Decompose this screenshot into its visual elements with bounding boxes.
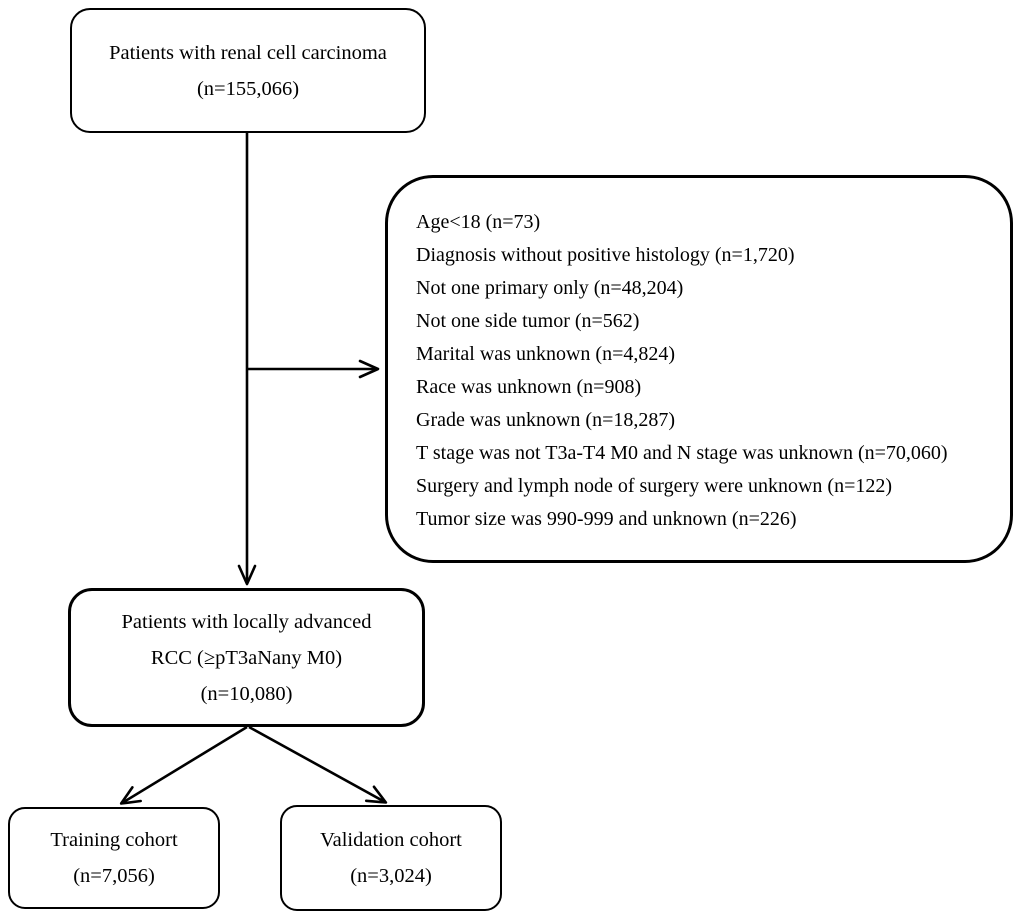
box-validation-cohort-count: (n=3,024) bbox=[350, 865, 432, 887]
box-exclusion-criteria: Age<18 (n=73) Diagnosis without positive… bbox=[385, 175, 1013, 563]
box-validation-cohort: Validation cohort (n=3,024) bbox=[280, 805, 502, 911]
box-patients-rcc: Patients with renal cell carcinoma (n=15… bbox=[70, 8, 426, 133]
box-validation-cohort-title: Validation cohort bbox=[320, 829, 462, 851]
box-locally-advanced-line2: RCC (≥pT3aNany M0) bbox=[150, 646, 343, 669]
exclusion-item: T stage was not T3a-T4 M0 and N stage wa… bbox=[416, 442, 948, 464]
box-patients-rcc-count: (n=155,066) bbox=[196, 77, 300, 100]
arrow-middle-to-validation bbox=[248, 725, 388, 804]
box-patients-rcc-title: Patients with renal cell carcinoma bbox=[109, 41, 387, 64]
box-locally-advanced-rcc: Patients with locally advanced RCC (≥pT3… bbox=[68, 588, 425, 727]
box-training-cohort-title: Training cohort bbox=[50, 829, 178, 851]
box-training-cohort-count: (n=7,056) bbox=[73, 865, 155, 887]
exclusion-item: Not one primary only (n=48,204) bbox=[416, 277, 684, 299]
exclusion-item: Not one side tumor (n=562) bbox=[416, 310, 640, 332]
exclusion-item: Diagnosis without positive histology (n=… bbox=[416, 244, 795, 266]
exclusion-item: Age<18 (n=73) bbox=[416, 211, 541, 233]
exclusion-item: Race was unknown (n=908) bbox=[416, 376, 642, 398]
arrow-middle-to-training bbox=[119, 725, 248, 805]
exclusion-item: Grade was unknown (n=18,287) bbox=[416, 409, 676, 431]
exclusion-item: Marital was unknown (n=4,824) bbox=[416, 343, 676, 365]
box-locally-advanced-line1: Patients with locally advanced bbox=[121, 610, 372, 633]
exclusion-item: Tumor size was 990-999 and unknown (n=22… bbox=[416, 508, 797, 530]
exclusion-item: Surgery and lymph node of surgery were u… bbox=[416, 475, 893, 497]
box-training-cohort: Training cohort (n=7,056) bbox=[8, 807, 220, 909]
box-locally-advanced-count: (n=10,080) bbox=[200, 682, 293, 705]
